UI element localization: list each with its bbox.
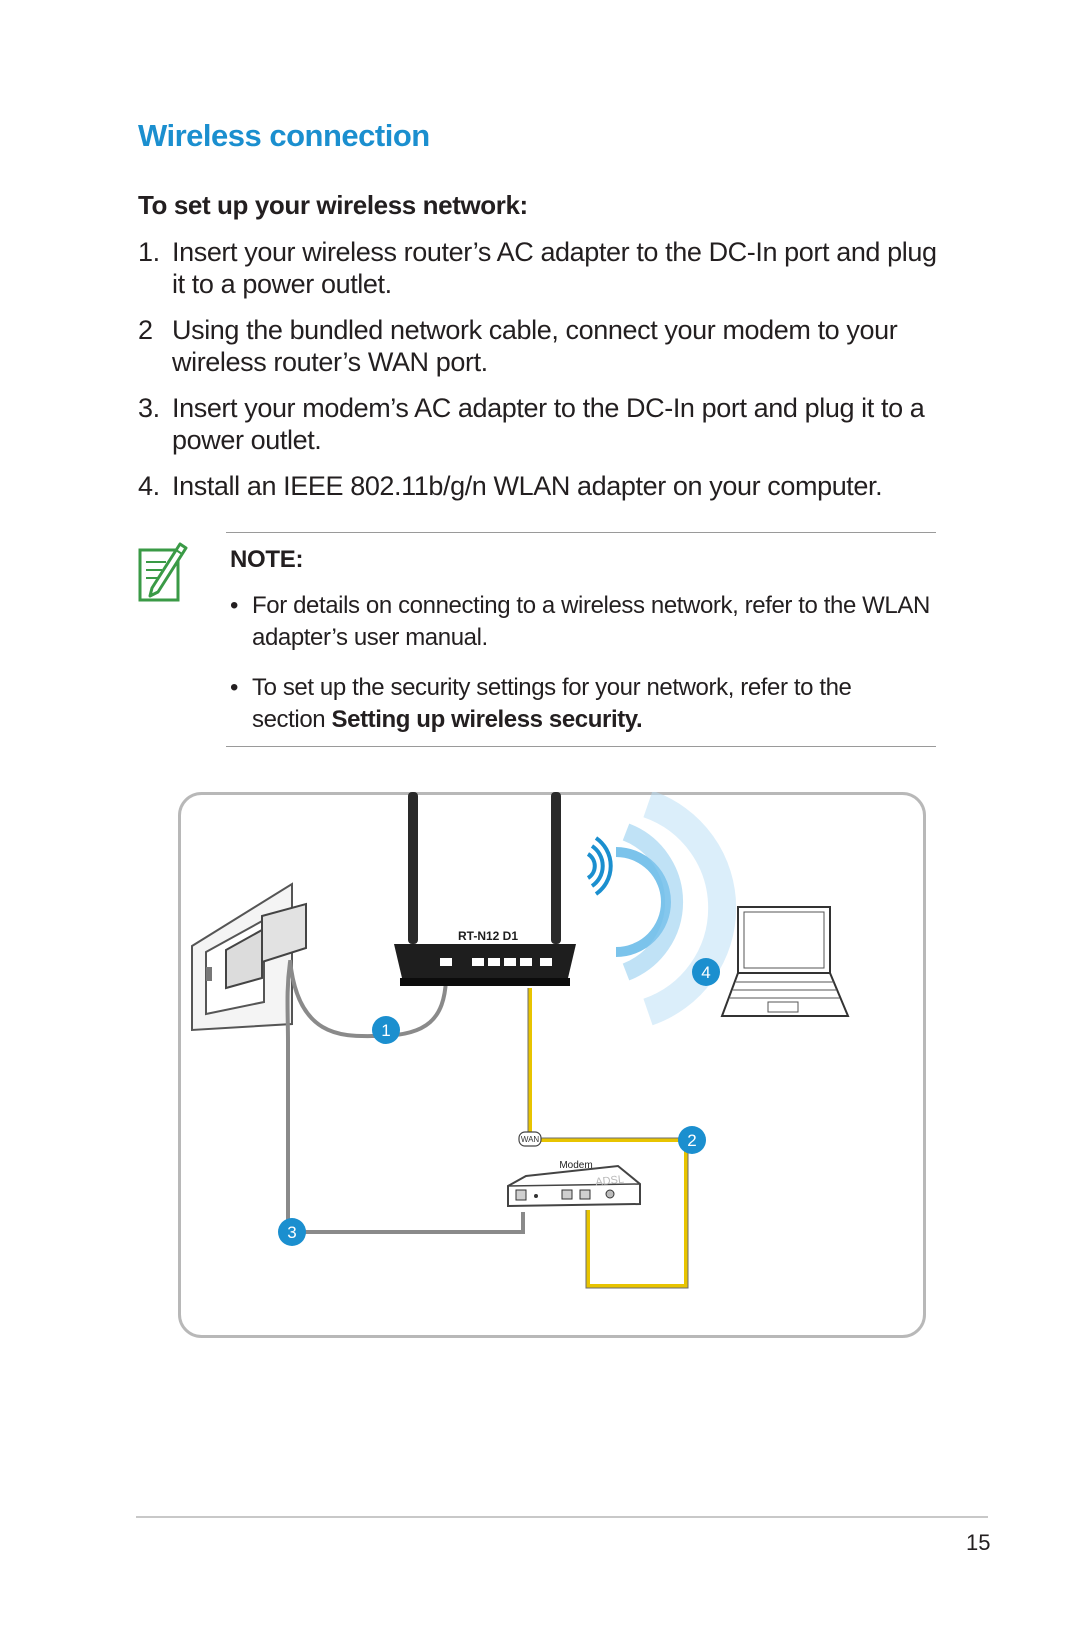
section-title: Wireless connection (138, 118, 430, 153)
step-text: Insert your modem’s AC adapter to the DC… (172, 393, 925, 455)
step-item: 1. Insert your wireless router’s AC adap… (138, 236, 938, 300)
callout-1 (372, 1016, 400, 1044)
step-text: Using the bundled network cable, connect… (172, 315, 898, 377)
connection-diagram: RT-N12 D1 WAN Modem ADSL 1 2 3 4 (178, 792, 926, 1338)
modem-icon (507, 1164, 641, 1208)
note-title: NOTE: (230, 546, 304, 573)
note-item: • To set up the security settings for yo… (230, 672, 930, 736)
callout-2-label: 2 (687, 1131, 696, 1150)
wireless-router-icon (394, 792, 576, 986)
callout-3-label: 3 (287, 1223, 296, 1242)
step-item: 2 Using the bundled network cable, conne… (138, 314, 938, 378)
wall-outlet-icon (191, 882, 307, 1032)
bullet-icon: • (230, 592, 239, 619)
laptop-icon (720, 906, 850, 1017)
note-bold-text: Setting up wireless security. (331, 706, 643, 733)
wan-tag (518, 1131, 542, 1147)
callout-2 (678, 1126, 706, 1154)
step-number: 4. (138, 471, 160, 501)
note-pencil-icon (138, 542, 188, 602)
wifi-signal-icon (586, 792, 737, 1026)
callout-1-label: 1 (381, 1021, 390, 1040)
callout-4-label: 4 (701, 963, 710, 982)
page-number: 15 (966, 1530, 991, 1555)
note-item: • For details on connecting to a wireles… (230, 590, 930, 654)
bullet-icon: • (230, 674, 239, 701)
setup-steps-list: 1. Insert your wireless router’s AC adap… (138, 236, 938, 516)
step-number: 1. (138, 237, 160, 267)
step-item: 4. Install an IEEE 802.11b/g/n WLAN adap… (138, 470, 938, 502)
router-model-label: RT-N12 D1 (458, 929, 518, 943)
note-bottom-divider (226, 746, 936, 747)
step-number: 3. (138, 393, 160, 423)
modem-power-cable (285, 961, 525, 1234)
note-text: To set up the security settings for your… (252, 674, 852, 733)
step-number: 2 (138, 315, 153, 345)
step-text: Insert your wireless router’s AC adapter… (172, 237, 937, 299)
procedure-heading: To set up your wireless network: (138, 190, 528, 220)
note-top-divider (226, 532, 936, 533)
callout-4 (692, 958, 720, 986)
note-text: For details on connecting to a wireless … (252, 592, 930, 651)
callout-3 (278, 1218, 306, 1246)
wan-label: WAN (521, 1135, 540, 1144)
step-item: 3. Insert your modem’s AC adapter to the… (138, 392, 938, 456)
step-text: Install an IEEE 802.11b/g/n WLAN adapter… (172, 471, 883, 501)
note-list: • For details on connecting to a wireles… (230, 590, 930, 754)
wan-network-cable (528, 988, 688, 1288)
modem-brand-label: ADSL (595, 1174, 625, 1189)
footer-divider (136, 1516, 988, 1518)
modem-label: Modem (559, 1160, 592, 1171)
